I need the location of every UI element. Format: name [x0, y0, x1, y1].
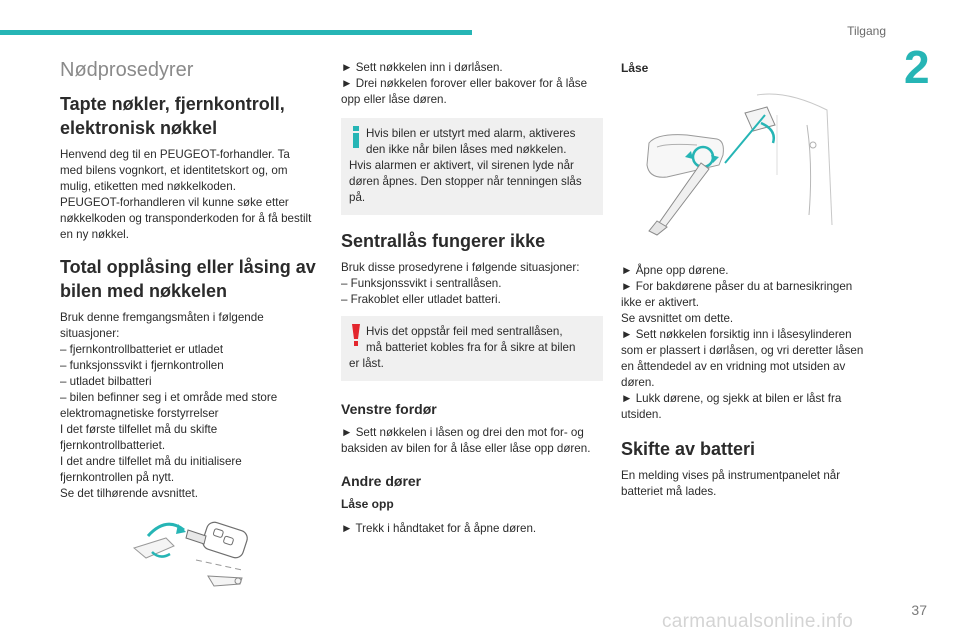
warning-note: Hvis det oppstår feil med sentrallåsen, …	[341, 316, 603, 381]
heading-total-locking: Total opplåsing eller låsing av bilen me…	[60, 257, 316, 301]
heading-lock: Låse	[621, 61, 649, 75]
paragraph-central-locking: Bruk disse prosedyrene i følgende situas…	[341, 261, 580, 306]
paragraph-left-front-door: ► Sett nøkkelen i låsen og drei den mot …	[341, 426, 591, 455]
paragraph-lock-steps: ► Åpne opp dørene. ► For bakdørene påser…	[621, 264, 864, 421]
heading-battery-change: Skifte av batteri	[621, 439, 756, 459]
key-fob-drawing	[132, 521, 248, 587]
heading-left-front-door: Venstre fordør	[341, 401, 437, 417]
column-2: ► Sett nøkkelen inn i dørlåsen. ► Drei n…	[341, 55, 603, 543]
heading-central-locking: Sentrallås fungerer ikke	[341, 231, 546, 251]
heading-other-doors: Andre dører	[341, 473, 422, 489]
section-title: Nødprosedyrer	[60, 59, 194, 81]
column-1: Nødprosedyrer Tapte nøkler, fjernkontrol…	[60, 55, 325, 603]
paragraph-unlock: ► Trekk i håndtaket for å åpne døren.	[341, 522, 537, 535]
heading-unlock: Låse opp	[341, 497, 394, 511]
page-number: 37	[911, 602, 927, 618]
chapter-label: Tilgang	[847, 24, 886, 38]
key-fob-illustration	[126, 508, 325, 603]
heading-lost-keys: Tapte nøkler, fjernkontroll, elektronisk…	[60, 94, 285, 138]
chapter-number: 2	[904, 41, 930, 93]
paragraph-total-locking: Bruk denne fremgangsmåten i følgende sit…	[60, 311, 278, 500]
paragraph-insert-key: ► Sett nøkkelen inn i dørlåsen. ► Drei n…	[341, 61, 588, 106]
door-lock-drawing	[646, 93, 833, 236]
watermark: carmanualsonline.info	[662, 611, 854, 632]
paragraph-battery-change: En melding vises på instrumentpanelet nå…	[621, 469, 841, 498]
info-icon	[353, 126, 359, 148]
door-lock-illustration	[627, 85, 886, 255]
warning-icon	[352, 324, 360, 346]
info-note: Hvis bilen er utstyrt med alarm, aktiver…	[341, 118, 603, 215]
chapter-accent-bar	[0, 30, 472, 35]
column-3: Låse ► Åpne opp dørene. ► For bakdørene …	[621, 55, 886, 506]
paragraph-lost-keys: Henvend deg til en PEUGEOT-forhandler. T…	[60, 148, 312, 241]
